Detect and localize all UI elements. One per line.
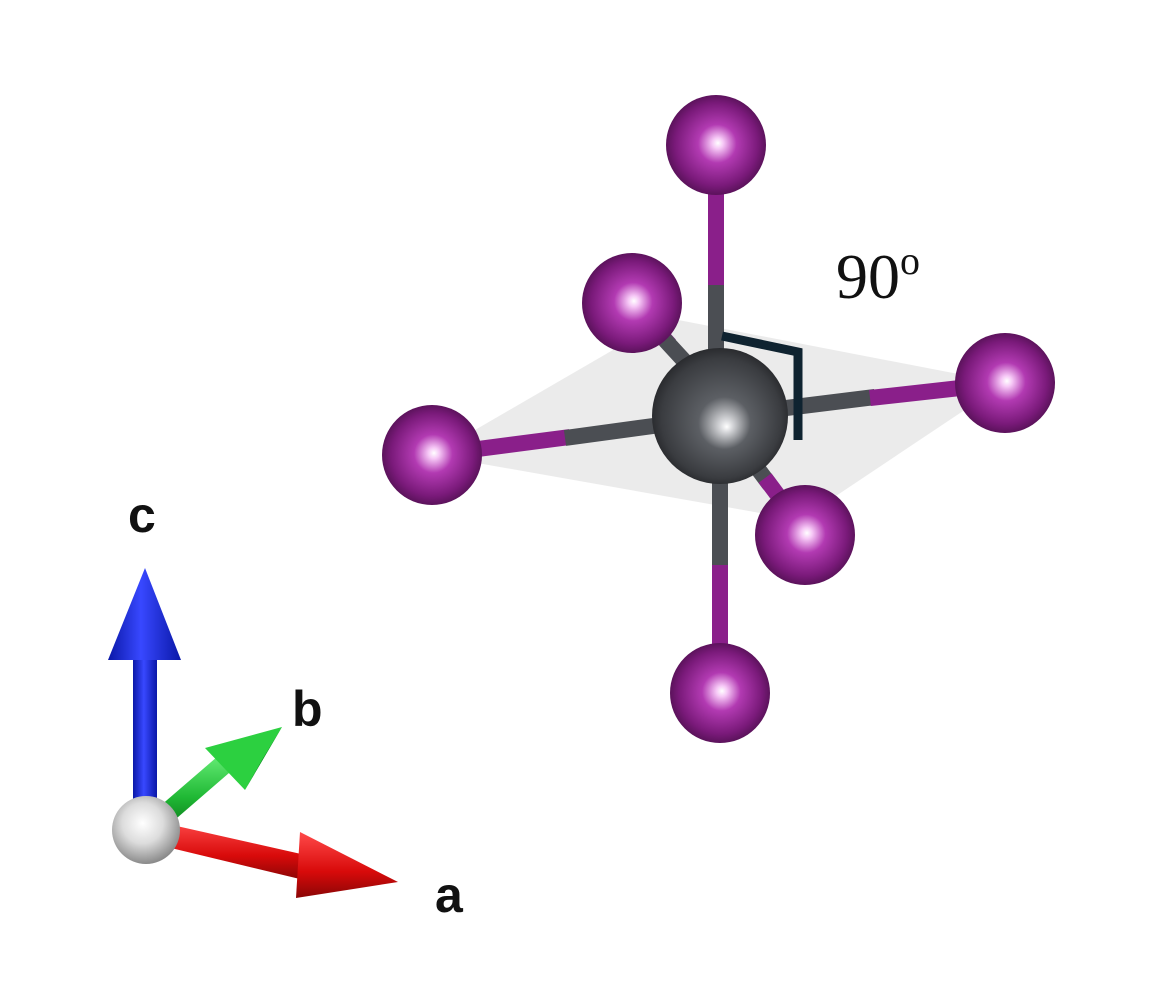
ligand-atom-back: [582, 253, 682, 353]
ligand-atom-bottom: [670, 643, 770, 743]
angle-label: 90o: [836, 238, 920, 312]
c-axis-arrowhead: [108, 568, 181, 660]
ligand-atom-left: [382, 405, 482, 505]
angle-superscript: o: [900, 238, 920, 283]
axis-indicator: c b a: [108, 487, 464, 923]
ligand-atom-front: [755, 485, 855, 585]
a-axis-shaft: [146, 820, 310, 880]
angle-value: 90: [836, 241, 900, 312]
ligand-atom-right: [955, 333, 1055, 433]
axis-label-b: b: [292, 681, 323, 737]
axis-label-a: a: [435, 867, 464, 923]
bond-left-metal-half: [563, 416, 670, 446]
b-axis-arrowhead-shade: [245, 727, 282, 790]
ligand-atom-top: [666, 95, 766, 195]
axis-origin-sphere: [112, 796, 180, 864]
a-axis-arrowhead: [296, 832, 398, 898]
axis-label-c: c: [128, 487, 156, 543]
right-angle-marker: [721, 331, 803, 440]
central-metal-atom: [652, 348, 788, 484]
b-axis-arrowhead: [205, 727, 282, 790]
